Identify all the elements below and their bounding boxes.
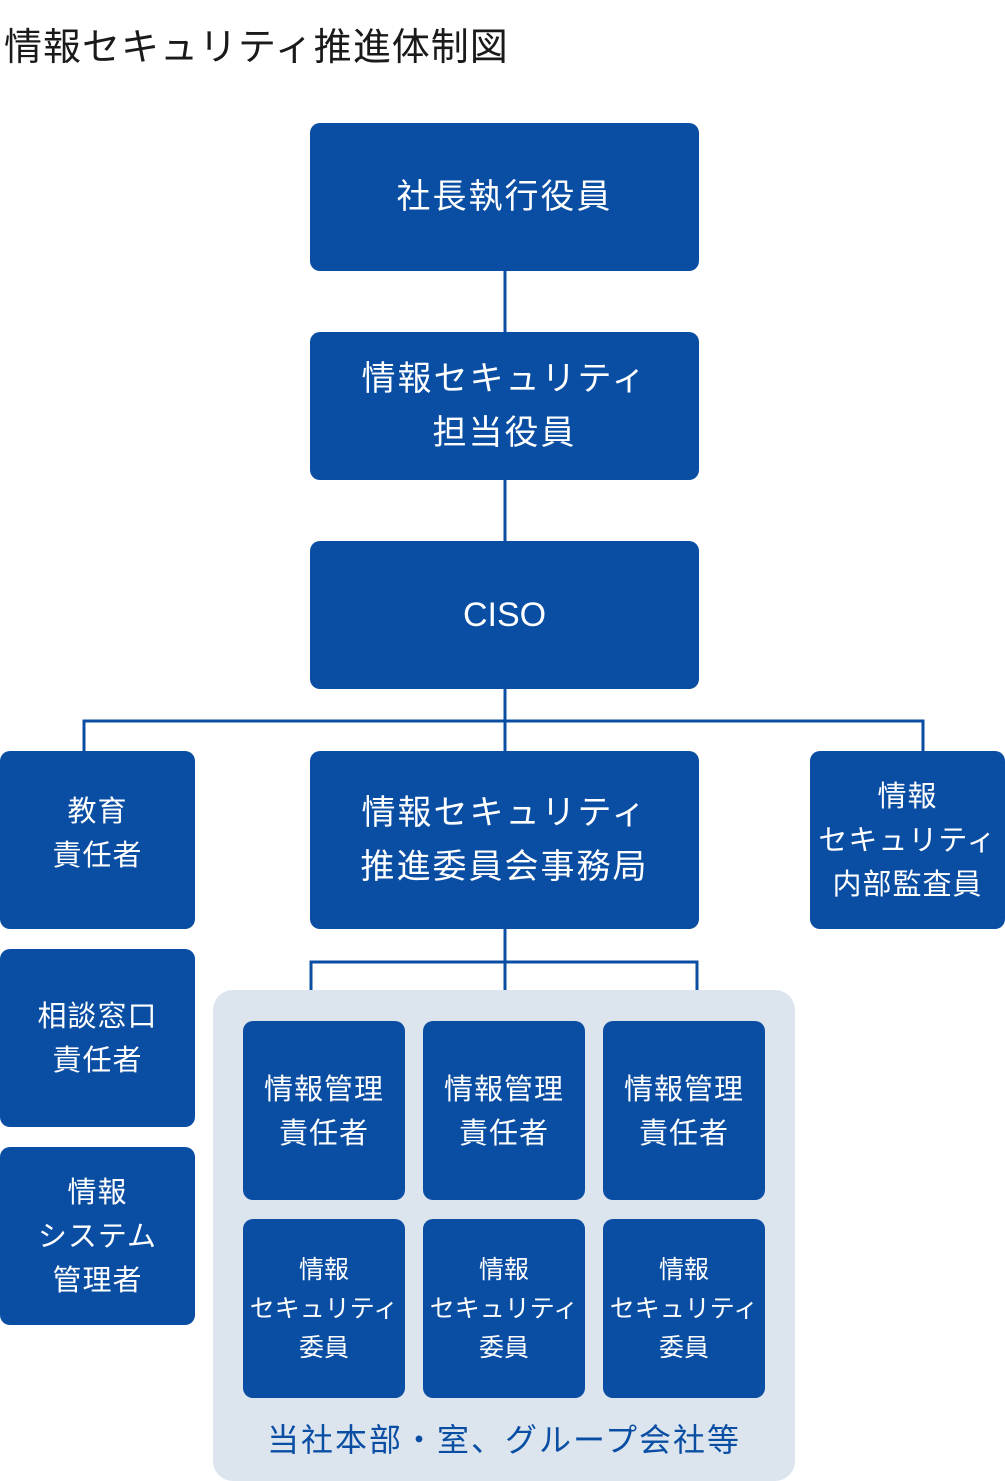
info-manager-box: 情報管理 責任者 [243,1021,405,1200]
security-member-label-line1: 情報 [478,1255,529,1284]
security-secretariat-box: 情報セキュリティ 推進委員会事務局 [310,751,699,929]
security-member-box: 情報 セキュリティ 委員 [243,1219,405,1398]
connector-ciso-branches [82,719,925,751]
security-officer-box: 情報セキュリティ 担当役員 [310,332,699,480]
security-member-label-line3: 委員 [298,1333,349,1362]
page-title: 情報セキュリティ推進体制図 [4,25,509,69]
system-admin-label-line2: システム [37,1219,158,1253]
security-member-label-line3: 委員 [658,1333,709,1362]
security-member-label-line1: 情報 [658,1255,709,1284]
info-manager-label-line2: 責任者 [278,1115,369,1150]
security-secretariat-label-line1: 情報セキュリティ [361,793,648,833]
education-manager-box: 教育 責任者 [0,751,195,929]
consultation-manager-label-line2: 責任者 [52,1043,143,1077]
info-manager-box: 情報管理 責任者 [423,1021,585,1200]
info-manager-label-line1: 情報管理 [623,1071,744,1106]
info-manager-label-line1: 情報管理 [443,1071,564,1106]
system-admin-label-line3: 管理者 [52,1263,143,1297]
internal-auditor-box: 情報 セキュリティ 内部監査員 [810,751,1005,929]
security-officer-label-line1: 情報セキュリティ [361,359,648,399]
education-manager-label-line1: 教育 [67,794,128,828]
president-label: 社長執行役員 [396,177,613,217]
president-box: 社長執行役員 [310,123,699,271]
internal-auditor-label-line2: セキュリティ [818,823,997,857]
security-member-label-line2: セキュリティ [609,1294,759,1323]
security-member-label-line2: セキュリティ [249,1294,399,1323]
internal-auditor-label-line1: 情報 [877,779,938,813]
info-manager-label-line2: 責任者 [638,1115,729,1150]
consultation-manager-box: 相談窓口 責任者 [0,949,195,1127]
consultation-manager-label-line1: 相談窓口 [37,999,158,1033]
ciso-label: CISO [462,596,547,634]
system-admin-label-line1: 情報 [67,1175,128,1209]
internal-auditor-label-line3: 内部監査員 [832,867,983,901]
security-member-label-line2: セキュリティ [429,1294,579,1323]
security-member-box: 情報 セキュリティ 委員 [603,1219,765,1398]
education-manager-label-line2: 責任者 [52,838,143,872]
security-member-box: 情報 セキュリティ 委員 [423,1219,585,1398]
security-secretariat-label-line2: 推進委員会事務局 [360,847,649,887]
security-member-label-line3: 委員 [478,1333,529,1362]
system-admin-box: 情報 システム 管理者 [0,1147,195,1325]
group-companies-label: 当社本部・室、グループ会社等 [266,1421,742,1459]
info-manager-label-line2: 責任者 [458,1115,549,1150]
info-manager-label-line1: 情報管理 [263,1071,384,1106]
info-manager-box: 情報管理 責任者 [603,1021,765,1200]
security-officer-label-line2: 担当役員 [432,413,577,453]
ciso-box: CISO [310,541,699,689]
security-member-label-line1: 情報 [298,1255,349,1284]
